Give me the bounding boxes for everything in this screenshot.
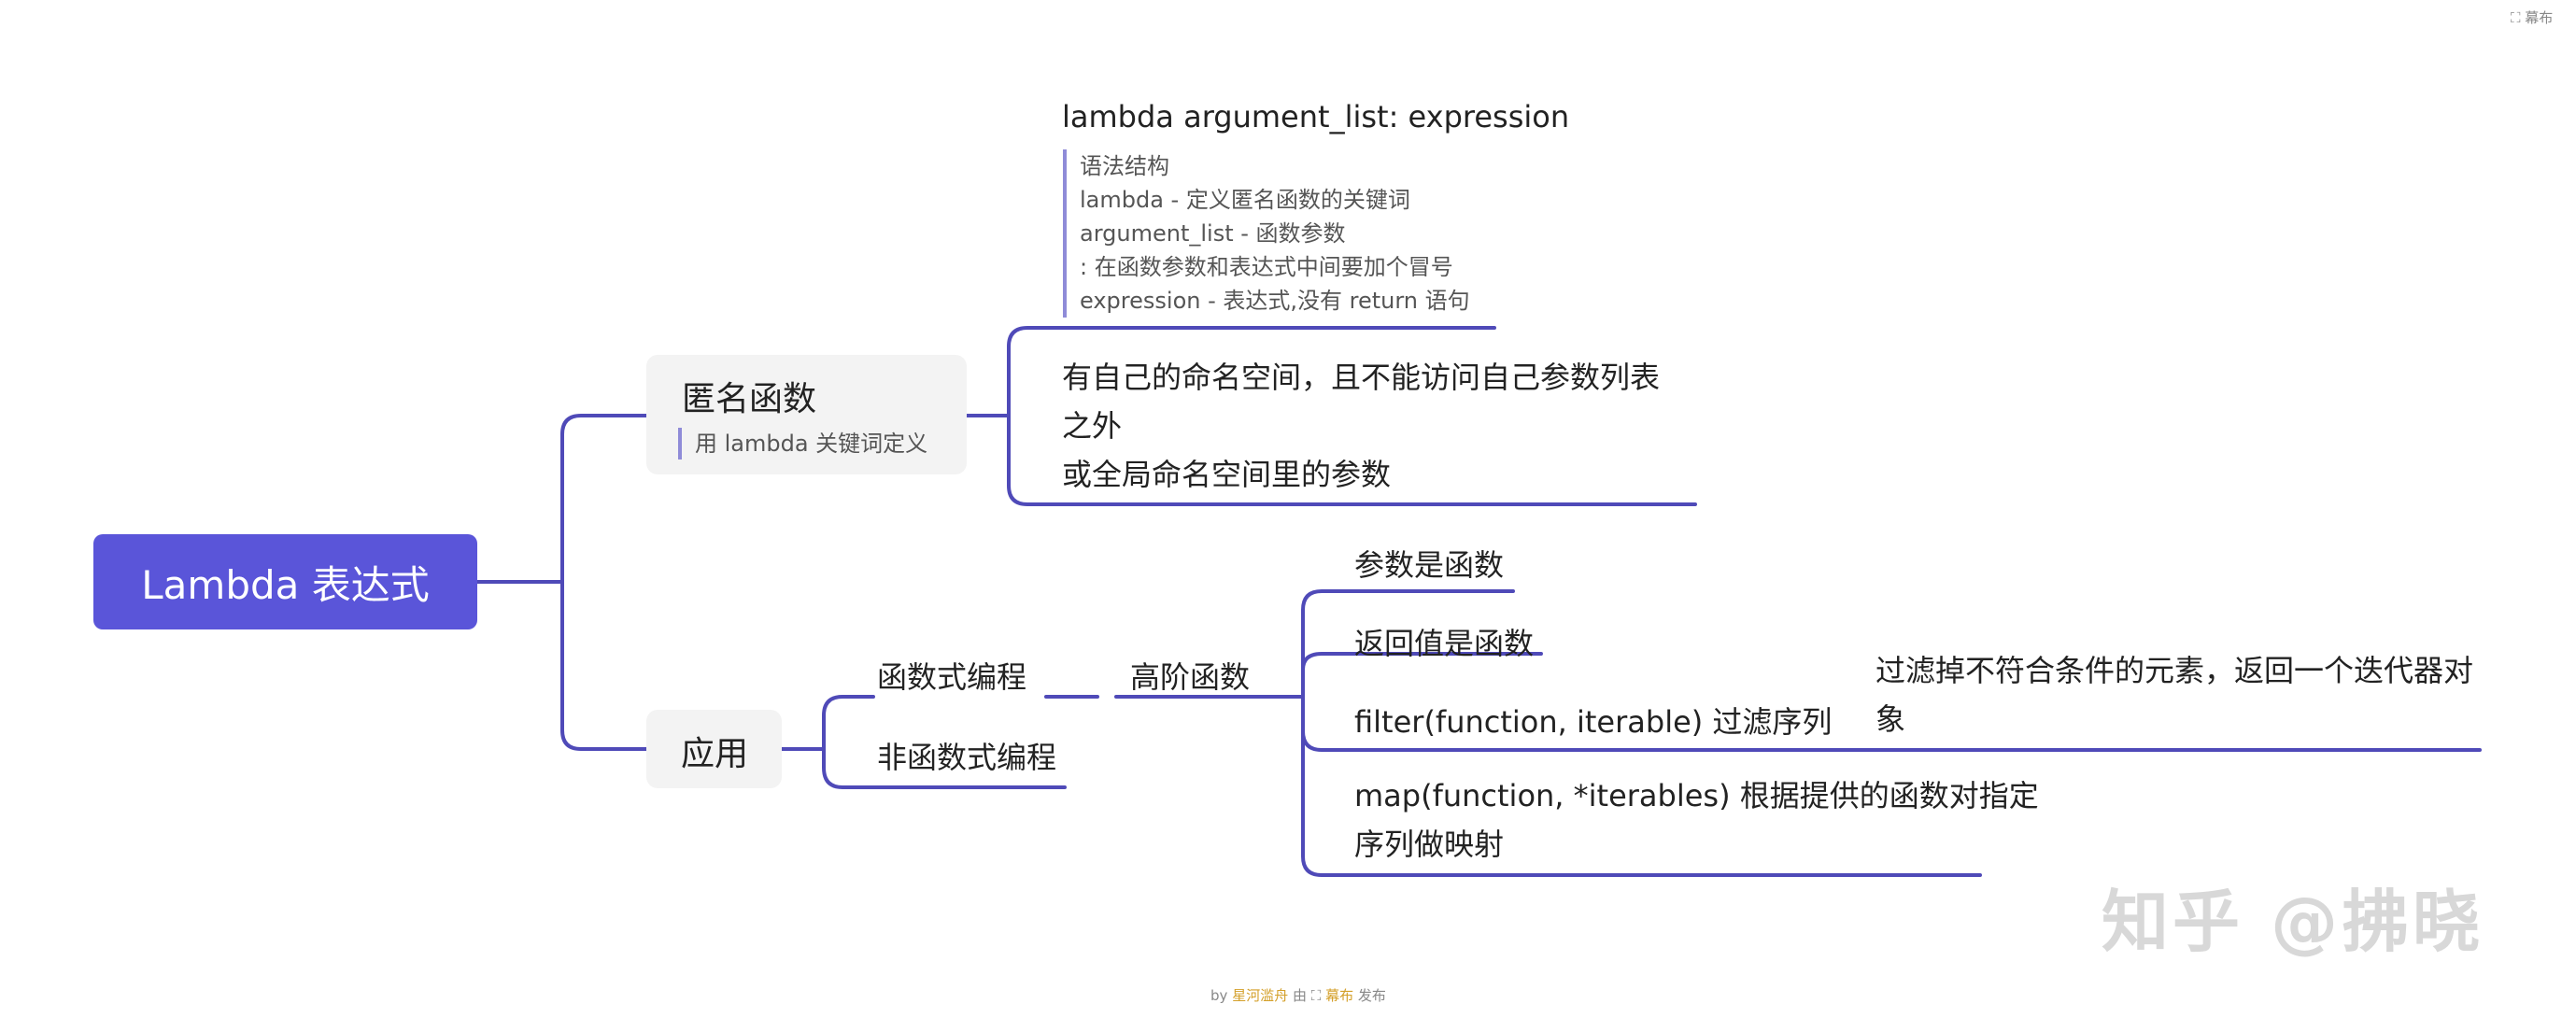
node-anonymous-note: 用 lambda 关键词定义 (678, 428, 927, 460)
node-filter-description[interactable]: 过滤掉不符合条件的元素，返回一个迭代器对 象 (1875, 646, 2473, 743)
namespace-line: 有自己的命名空间，且不能访问自己参数列表 (1062, 360, 1661, 395)
node-usage[interactable]: 应用 (646, 710, 782, 788)
filter-desc-line: 过滤掉不符合条件的元素，返回一个迭代器对 (1875, 653, 2474, 688)
footer-platform-link[interactable]: 幕布 (1325, 987, 1354, 1004)
filter-desc-line: 象 (1875, 701, 1906, 737)
node-higher-order[interactable]: 高阶函数 (1130, 659, 1251, 695)
syntax-note-line: argument_list - 函数参数 (1080, 220, 1346, 247)
mubu-icon: ⛶ (2511, 9, 2526, 26)
node-anonymous-title: 匿名函数 (682, 380, 817, 418)
node-syntax-title[interactable]: lambda argument_list: expression (1062, 99, 1570, 134)
map-line: map(function, *iterables) 根据提供的函数对指定 (1354, 778, 2039, 813)
namespace-line: 之外 (1062, 408, 1123, 444)
syntax-note-line: 语法结构 (1080, 153, 1169, 179)
syntax-note-line: : 在函数参数和表达式中间要加个冒号 (1080, 254, 1453, 280)
watermark: 知乎 @拂晓 (2102, 883, 2484, 961)
brand-logo: ⛶ 幕布 (2511, 9, 2554, 26)
footer-author-link[interactable]: 星河滥舟 (1232, 987, 1289, 1004)
namespace-line: 或全局命名空间里的参数 (1062, 457, 1392, 492)
syntax-note-line: lambda - 定义匿名函数的关键词 (1080, 187, 1410, 213)
footer-credit: by 星河滥舟 由 ⛶ 幕布 发布 (1210, 987, 1386, 1004)
node-return-is-function[interactable]: 返回值是函数 (1354, 626, 1535, 661)
mubu-icon: ⛶ (1310, 987, 1322, 1004)
node-anonymous-function[interactable]: 匿名函数 用 lambda 关键词定义 (646, 355, 967, 474)
node-syntax-notes: 语法结构 lambda - 定义匿名函数的关键词 argument_list -… (1063, 149, 1470, 318)
root-node[interactable]: Lambda 表达式 (93, 534, 477, 629)
node-functional[interactable]: 函数式编程 (877, 659, 1027, 695)
node-namespace[interactable]: 有自己的命名空间，且不能访问自己参数列表 之外 或全局命名空间里的参数 (1062, 353, 1660, 499)
map-line: 序列做映射 (1354, 827, 1505, 862)
node-filter[interactable]: filter(function, iterable) 过滤序列 (1354, 704, 1833, 740)
node-non-functional[interactable]: 非函数式编程 (877, 740, 1057, 775)
node-usage-title: 应用 (681, 735, 749, 773)
syntax-note-line: expression - 表达式,没有 return 语句 (1080, 288, 1470, 314)
node-map[interactable]: map(function, *iterables) 根据提供的函数对指定 序列做… (1354, 771, 2039, 869)
root-label: Lambda 表达式 (141, 561, 430, 608)
node-param-is-function[interactable]: 参数是函数 (1354, 547, 1505, 583)
